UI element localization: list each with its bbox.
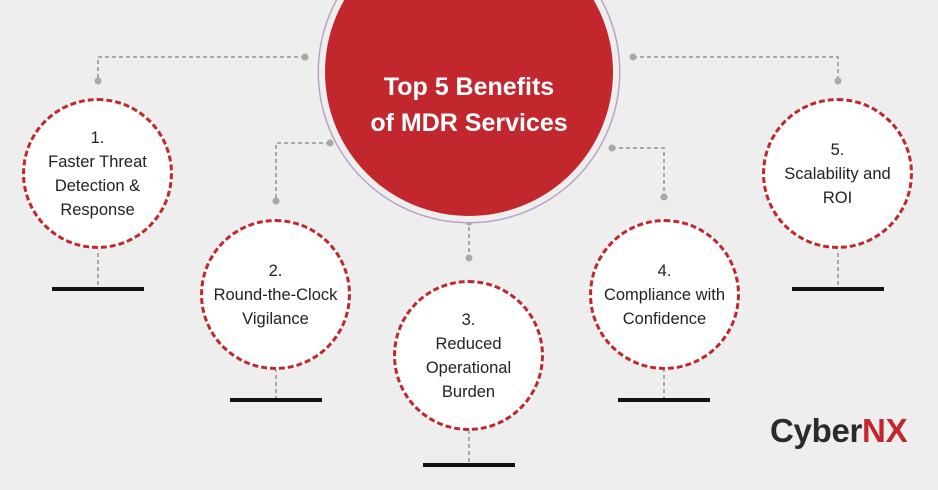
benefit-1-text: Faster Threat Detection & Response	[48, 152, 147, 219]
benefit-3-number: 3.	[461, 310, 476, 329]
center-circle: Top 5 Benefits of MDR Services	[325, 0, 613, 216]
logo-text-nx: NX	[862, 412, 908, 449]
connector-dot	[629, 53, 637, 61]
connector-1	[97, 56, 305, 80]
benefit-2-text: Round-the-Clock Vigilance	[213, 285, 338, 328]
connector-dot	[94, 77, 102, 85]
benefit-5-text: Scalability and ROI	[784, 164, 891, 207]
cybernx-logo: CyberNX	[770, 412, 908, 450]
logo-text-cyber: Cyber	[770, 412, 863, 449]
center-title: Top 5 Benefits of MDR Services	[370, 73, 568, 137]
benefit-3-text: Reduced Operational Burden	[425, 334, 512, 401]
benefit-3-base	[423, 463, 515, 467]
benefit-1-number: 1.	[90, 128, 105, 147]
benefit-2-base	[230, 398, 322, 402]
benefit-1-base	[52, 287, 144, 291]
connector-dot	[834, 77, 842, 85]
connector-dot	[465, 218, 473, 226]
benefit-5-base	[792, 287, 884, 291]
benefit-4-base	[618, 398, 710, 402]
connector-dot	[660, 193, 668, 201]
benefit-4-text: Compliance with Confidence	[603, 285, 726, 328]
benefit-4-number: 4.	[657, 261, 672, 280]
benefit-1-circle: 1. Faster Threat Detection & Response	[22, 98, 173, 249]
benefit-2-number: 2.	[268, 261, 283, 280]
benefit-5-number: 5.	[830, 140, 845, 159]
benefit-5-circle: 5. Scalability and ROI	[762, 98, 913, 249]
connector-2	[275, 142, 330, 200]
benefit-4-circle: 4. Compliance with Confidence	[589, 219, 740, 370]
benefit-3-circle: 3. Reduced Operational Burden	[393, 280, 544, 431]
connector-dot	[301, 53, 309, 61]
benefit-2-circle: 2. Round-the-Clock Vigilance	[200, 219, 351, 370]
connector-dot	[272, 197, 280, 205]
connector-4	[612, 147, 665, 198]
connector-dot	[465, 254, 473, 262]
connector-dot	[326, 139, 334, 147]
connector-5	[633, 56, 839, 80]
connector-dot	[608, 144, 616, 152]
